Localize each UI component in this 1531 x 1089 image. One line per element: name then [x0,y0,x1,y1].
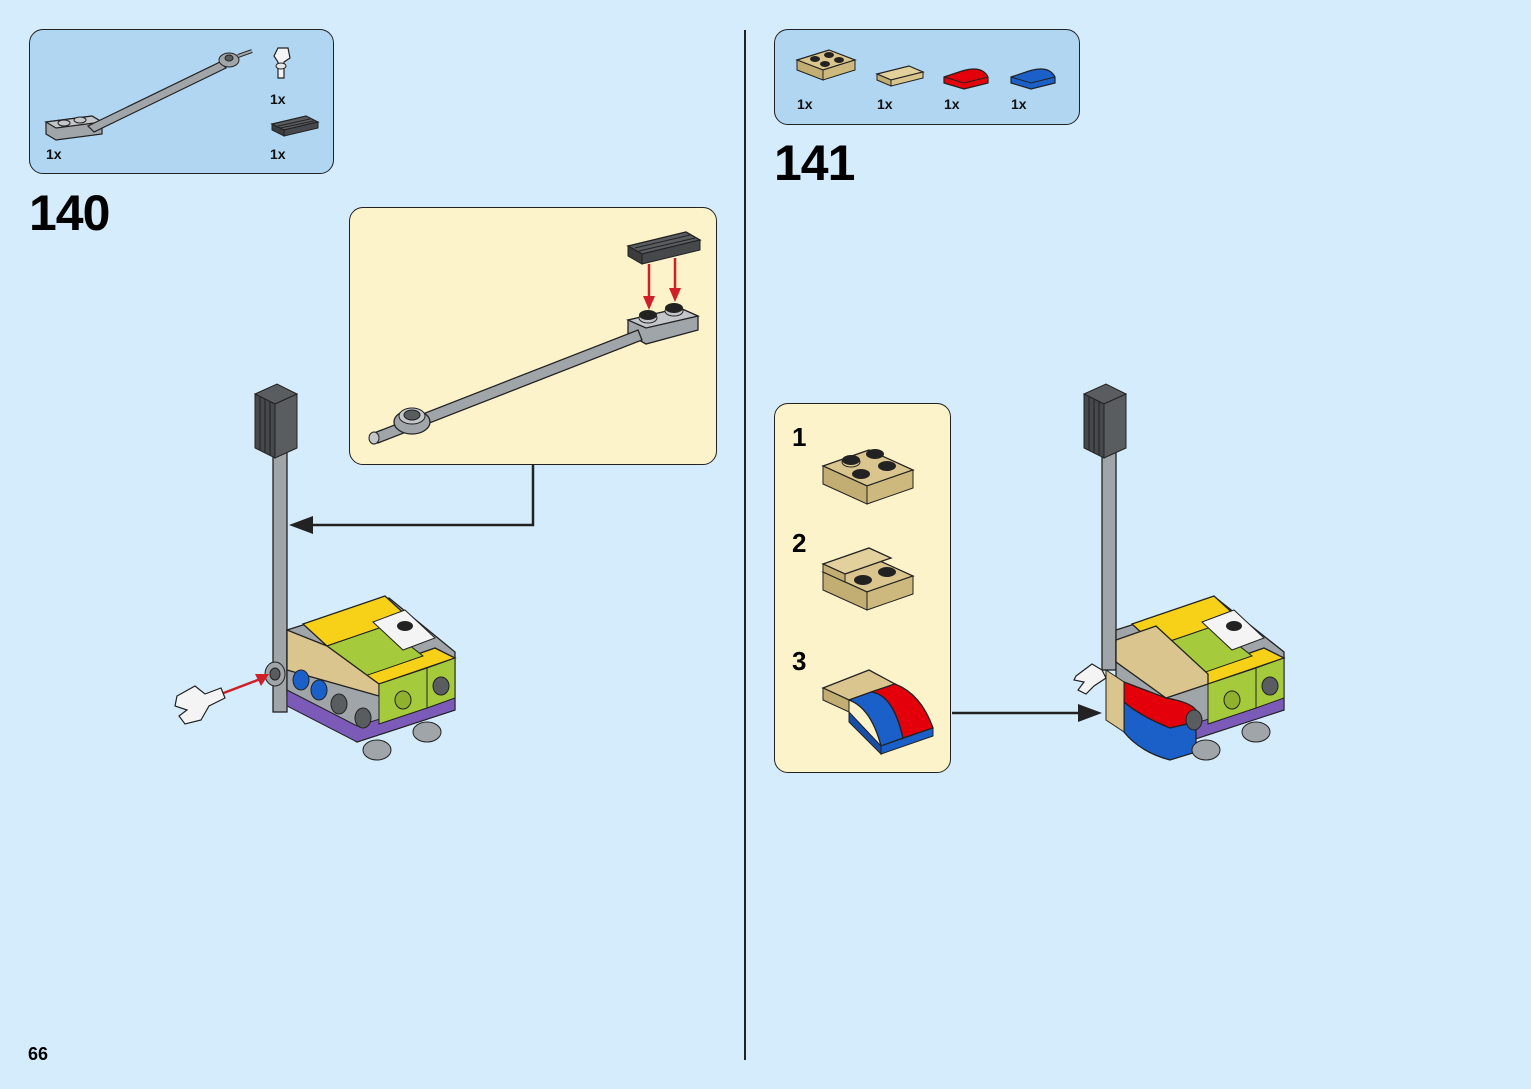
part-qty-tan-tile: 1x [877,96,893,112]
tan-plate-2x2-icon [795,49,857,81]
callout-step-140 [349,207,717,465]
substep-number-3: 3 [792,646,807,676]
callout-pointer-arrow-141 [952,704,1102,722]
model-illustration-step-140 [174,383,457,761]
callout-step-141: 1 2 3 [774,403,951,773]
page-divider [744,30,746,1060]
part-qty-red-slope: 1x [944,96,960,112]
model-illustration-step-141 [1073,383,1286,761]
tan-tile-icon [875,65,925,87]
blue-curved-slope-icon [1010,68,1056,90]
page-number: 66 [28,1044,49,1064]
substep-number-1: 1 [792,422,807,452]
grille-tile-icon [270,115,320,137]
part-qty-tan-plate: 1x [797,96,813,112]
step-number-141: 141 [774,135,855,191]
long-bar-plate-icon [44,49,253,141]
parts-list-step-140: 1x 1x 1x [29,29,334,174]
part-qty-blue-slope: 1x [1011,96,1027,112]
step-number-140: 140 [29,185,110,241]
part-qty-clip: 1x [270,91,286,107]
clip-piece-icon [273,47,291,79]
callout-pointer-arrow-140 [289,464,535,534]
part-qty-grille: 1x [270,146,286,162]
part-qty-bar-plate: 1x [46,146,62,162]
substep-illustrations [821,449,934,756]
substep-number-2: 2 [792,528,807,558]
parts-list-step-141: 1x 1x 1x 1x [774,29,1080,125]
bar-assembly-illustration [368,231,702,445]
red-curved-slope-icon [943,68,989,90]
